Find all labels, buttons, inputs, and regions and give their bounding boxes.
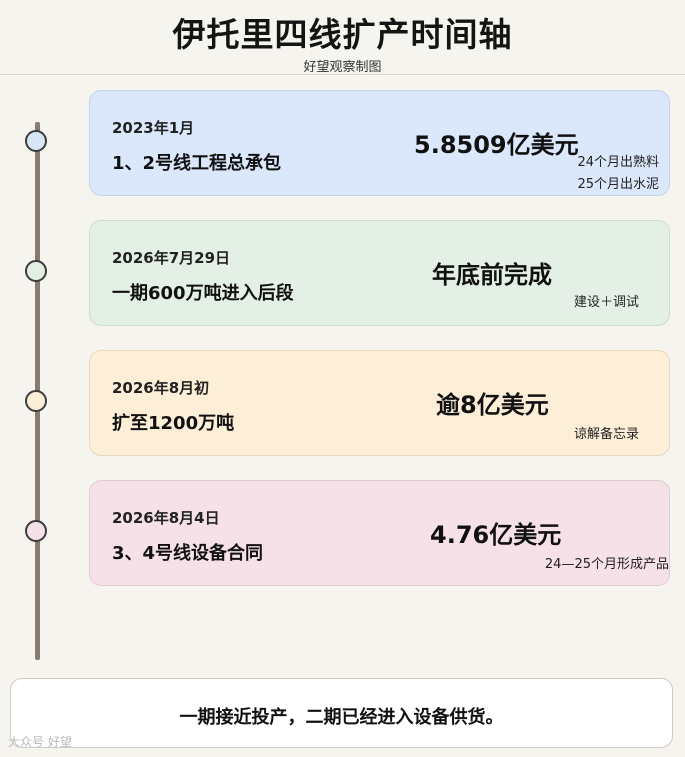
event-value: 年底前完成: [432, 261, 552, 289]
event-title: 扩至1200万吨: [112, 413, 235, 434]
timeline-marker-2: [25, 260, 47, 282]
page-title: 伊托里四线扩产时间轴: [172, 15, 513, 54]
event-note: 25个月出水泥: [577, 177, 659, 192]
timeline-card-2: 2026年7月29日 一期600万吨进入后段 年底前完成 建设＋调试: [89, 220, 670, 326]
event-title: 一期600万吨进入后段: [112, 283, 294, 304]
watermark: 大众号 好望: [8, 735, 72, 749]
event-note: 24—25个月形成产品: [544, 557, 669, 572]
page-subtitle: 好望观察制图: [303, 60, 382, 75]
event-value: 逾8亿美元: [436, 391, 549, 419]
event-date: 2026年8月初: [112, 379, 210, 397]
timeline-card-4: 2026年8月4日 3、4号线设备合同 4.76亿美元 24—25个月形成产品: [89, 480, 670, 586]
event-date: 2026年8月4日: [112, 509, 220, 527]
timeline-marker-1: [25, 130, 47, 152]
event-title: 1、2号线工程总承包: [112, 153, 282, 174]
event-value: 4.76亿美元: [430, 521, 562, 549]
timeline-marker-3: [25, 390, 47, 412]
header-divider: [0, 74, 685, 75]
timeline-marker-4: [25, 520, 47, 542]
summary-text: 一期接近投产，二期已经进入设备供货。: [179, 707, 504, 728]
event-date: 2023年1月: [112, 119, 195, 137]
timeline-card-1: 2023年1月 1、2号线工程总承包 5.8509亿美元 24个月出熟料 25个…: [89, 90, 670, 196]
summary-box: 一期接近投产，二期已经进入设备供货。: [10, 678, 673, 748]
event-value: 5.8509亿美元: [414, 131, 579, 159]
event-note: 谅解备忘录: [573, 427, 639, 442]
event-note: 24个月出熟料: [577, 155, 659, 170]
timeline-card-3: 2026年8月初 扩至1200万吨 逾8亿美元 谅解备忘录: [89, 350, 670, 456]
event-note: 建设＋调试: [573, 295, 639, 310]
event-title: 3、4号线设备合同: [112, 543, 264, 564]
event-date: 2026年7月29日: [112, 249, 231, 267]
